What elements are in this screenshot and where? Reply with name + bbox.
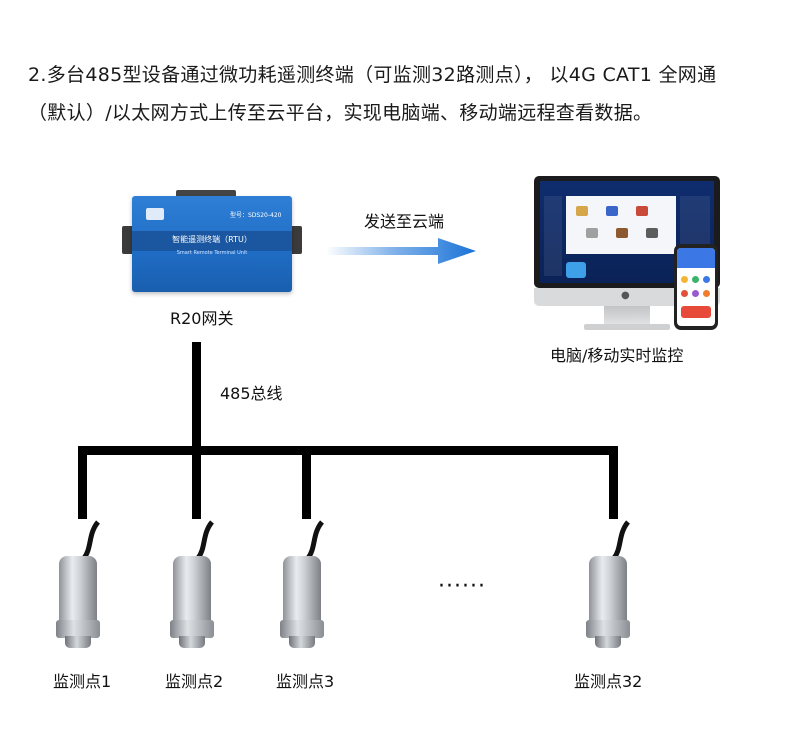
monitor-chin	[534, 288, 720, 306]
monitor-label: 电脑/移动实时监控	[550, 346, 684, 365]
cloud-arrow-icon	[326, 238, 476, 264]
sensor-hex	[170, 620, 214, 638]
phone-button	[681, 306, 711, 318]
app-icon	[692, 276, 699, 283]
ellipsis: ······	[438, 574, 486, 599]
rtu-subtitle: Smart Remote Terminal Unit	[176, 250, 248, 256]
sensor-cable	[305, 520, 325, 560]
sensor-cable	[195, 520, 215, 560]
rtu-title: 智能遥测终端（RTU）	[172, 235, 252, 244]
point-label-1: 监测点1	[53, 672, 112, 691]
dash-icon	[586, 228, 598, 238]
screen-left-panel	[544, 196, 562, 276]
gateway-label: R20网关	[170, 309, 234, 328]
screen-dashboard	[566, 196, 676, 254]
sensor-tip	[65, 636, 91, 648]
bus-line	[78, 446, 618, 455]
monitor-base	[584, 324, 670, 330]
bus-drop	[302, 446, 311, 519]
dash-icon	[636, 206, 648, 216]
sensor-cable	[611, 520, 631, 560]
apple-logo-icon: ●	[621, 290, 630, 301]
app-icon	[681, 276, 688, 283]
rtu-stripe	[132, 231, 292, 251]
bus-drop	[609, 446, 618, 519]
dash-icon	[576, 206, 588, 216]
sensor-body	[59, 556, 97, 626]
app-icon	[692, 290, 699, 297]
sensor-hex	[586, 620, 630, 638]
sensor-tip	[289, 636, 315, 648]
sensor-body	[589, 556, 627, 626]
intro-text: 2.多台485型设备通过微功耗遥测终端（可监测32路测点）， 以4G CAT1 …	[28, 56, 778, 132]
rtu-logo-icon	[146, 208, 164, 220]
screen-cloud-icon	[566, 262, 586, 278]
arrow-label: 发送至云端	[364, 212, 445, 231]
sensor-body	[173, 556, 211, 626]
bus-drop	[192, 446, 201, 519]
point-label-3: 监测点3	[276, 672, 335, 691]
intro-line-2: （默认）/以太网方式上传至云平台，实现电脑端、移动端远程查看数据。	[28, 102, 653, 124]
monitor-stand	[604, 306, 650, 326]
app-icon	[681, 290, 688, 297]
app-icon	[703, 290, 710, 297]
rtu-model: 型号：SDS20-420	[230, 212, 282, 219]
dash-icon	[606, 206, 618, 216]
sensor-tip	[179, 636, 205, 648]
phone-header	[677, 248, 715, 268]
bus-trunk	[192, 342, 201, 455]
intro-line-1: 2.多台485型设备通过微功耗遥测终端（可监测32路测点）， 以4G CAT1 …	[28, 64, 717, 86]
point-label-32: 监测点32	[574, 672, 643, 691]
bus-drop	[78, 446, 87, 519]
sensor-hex	[280, 620, 324, 638]
dash-icon	[646, 228, 658, 238]
sensor-cable	[81, 520, 101, 560]
sensor-body	[283, 556, 321, 626]
sensor-hex	[56, 620, 100, 638]
dash-icon	[616, 228, 628, 238]
point-label-2: 监测点2	[165, 672, 224, 691]
bus-label: 485总线	[220, 384, 283, 403]
sensor-tip	[595, 636, 621, 648]
app-icon	[703, 276, 710, 283]
rtu-antenna-bar	[176, 190, 236, 198]
